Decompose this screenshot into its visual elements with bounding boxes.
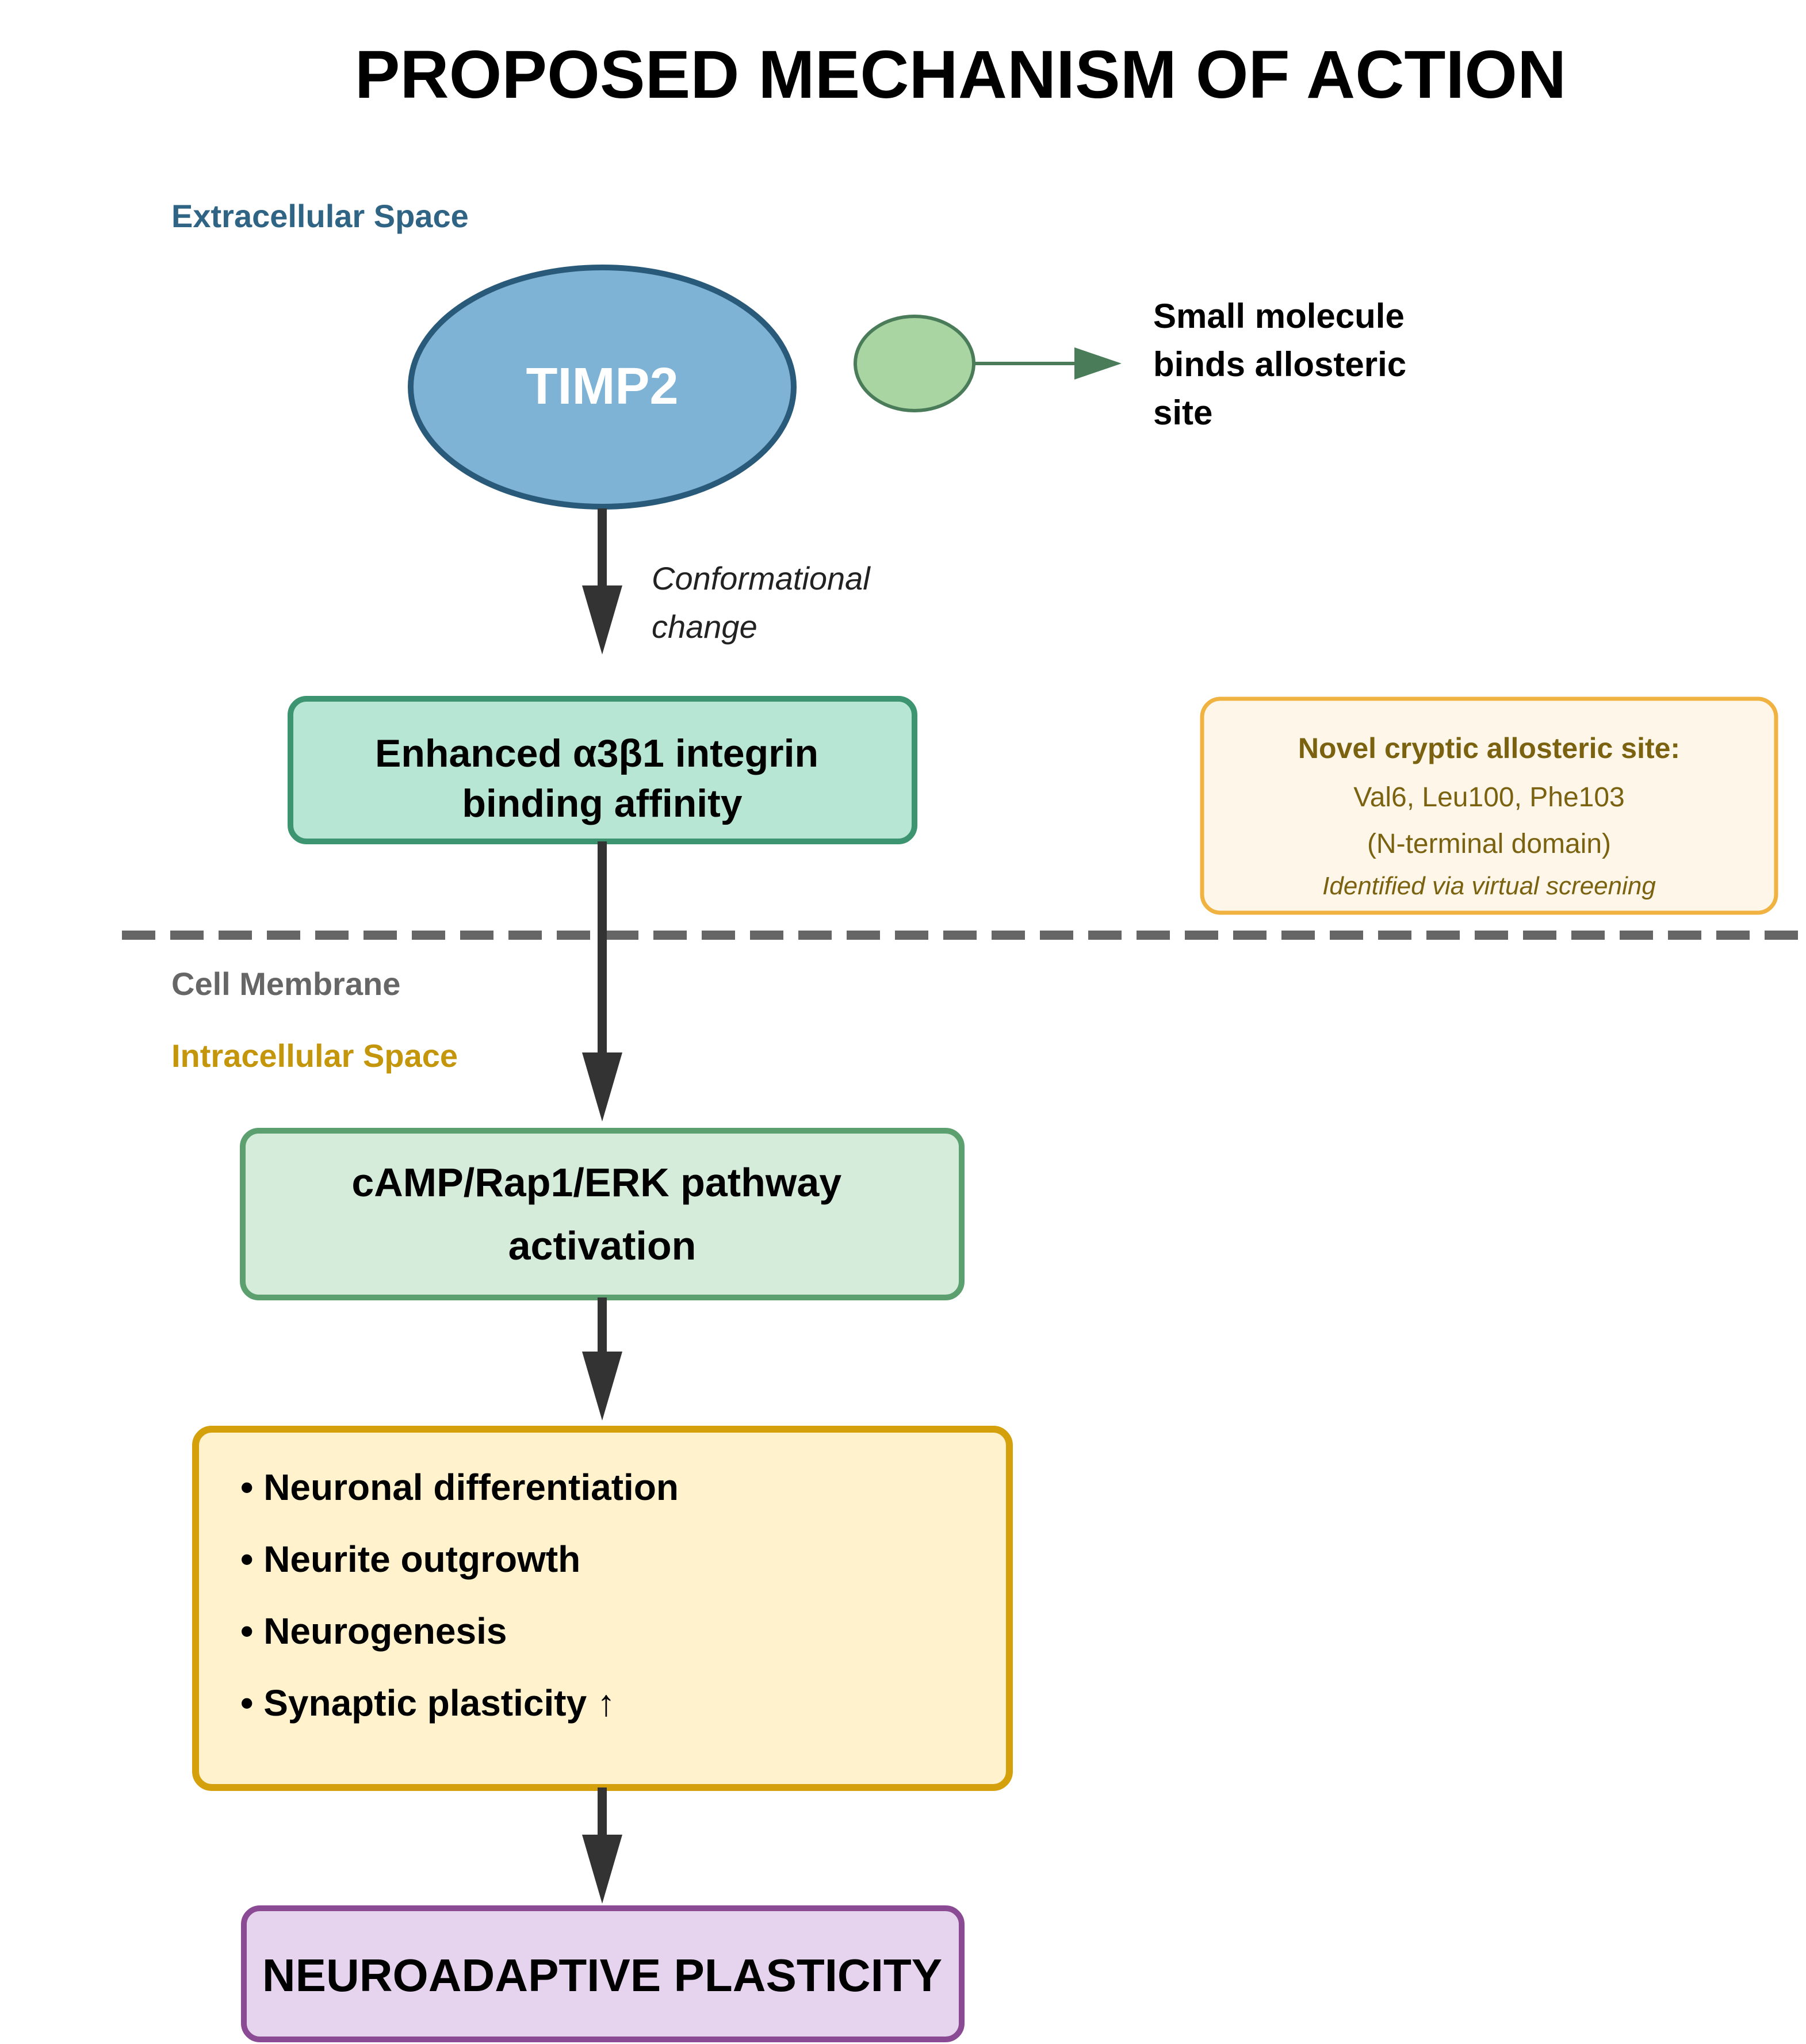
integrin-box-text: Enhanced α3β1 integrin binding affinity xyxy=(375,732,829,825)
allosteric-site-residues: Val6, Leu100, Phe103 xyxy=(1353,782,1625,813)
timp2-label: TIMP2 xyxy=(526,358,678,415)
small-molecule-caption: Small molecule binds allosteric site xyxy=(1153,297,1416,432)
allosteric-site-domain: (N-terminal domain) xyxy=(1367,829,1611,859)
page-title: PROPOSED MECHANISM OF ACTION xyxy=(355,37,1567,113)
arrow-integrin-to-pathway-head xyxy=(582,1052,622,1121)
pathway-box-text: cAMP/Rap1/ERK pathway activation xyxy=(351,1160,852,1268)
allosteric-site-method: Identified via virtual screening xyxy=(1322,872,1656,900)
small-molecule-arrow-head xyxy=(1074,347,1122,380)
allosteric-site-title: Novel cryptic allosteric site: xyxy=(1298,732,1680,764)
membrane-label: Cell Membrane xyxy=(171,966,400,1002)
arrow-pathway-to-effects-head xyxy=(582,1352,622,1421)
arrow-effects-to-outcome-head xyxy=(582,1835,622,1904)
timp2-node xyxy=(408,265,797,510)
small-molecule-node xyxy=(854,315,975,412)
conformational-change-caption: Conformational change xyxy=(652,560,879,645)
arrow-timp2-to-integrin-head xyxy=(582,585,622,654)
effects-item: • Neuronal differentiation xyxy=(240,1467,679,1508)
effects-item: • Neurite outgrowth xyxy=(240,1538,580,1580)
allosteric-site-box xyxy=(1200,696,1778,915)
outcome-box xyxy=(241,1905,965,2042)
effects-item: • Synaptic plasticity ↑ xyxy=(240,1682,615,1724)
intracellular-label: Intracellular Space xyxy=(171,1038,458,1074)
effects-item: • Neurogenesis xyxy=(240,1610,507,1652)
pathway-box xyxy=(240,1128,965,1300)
extracellular-label: Extracellular Space xyxy=(171,198,469,234)
outcome-box-text: NEUROADAPTIVE PLASTICITY xyxy=(262,1950,942,2001)
